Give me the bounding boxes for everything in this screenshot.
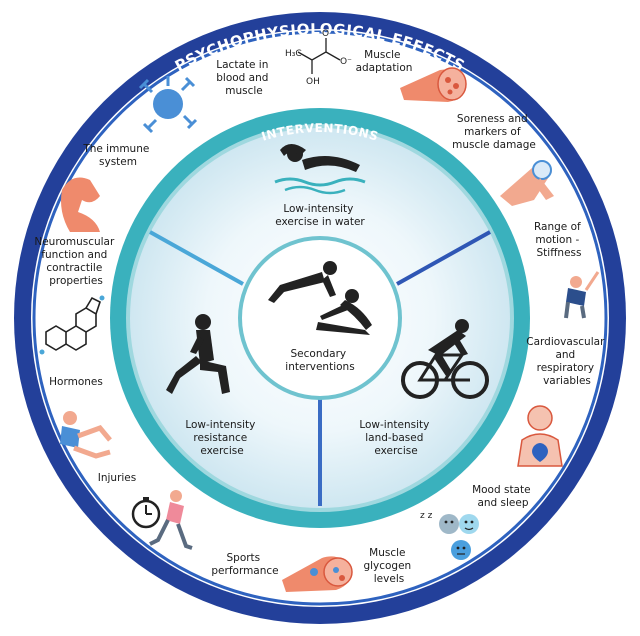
flexed-arm-icon (61, 177, 100, 232)
sleep-z: z z (420, 511, 433, 521)
lunge-icon (166, 314, 230, 394)
land-label: Low-intensity land-based exercise (359, 419, 432, 457)
soreness-line-3: muscle damage (452, 139, 536, 151)
neuro-line-4: properties (49, 275, 103, 287)
molecule-oh: OH (306, 77, 320, 87)
muscle-adaptation-label: Muscle adaptation (356, 49, 413, 74)
cardiovascular-label: Cardiovascular and respiratory variables (526, 336, 607, 387)
glycogen-line-2: glycogen (363, 560, 411, 572)
secondary-circle (238, 236, 402, 400)
immune-line-2: system (99, 156, 137, 168)
lactate-molecule-icon: H₃C OH O O⁻ (285, 29, 352, 87)
muscle-adaptation-line-2: adaptation (356, 62, 413, 74)
water-label: Low-intensity exercise in water (275, 203, 365, 228)
land-line-1: Low-intensity (359, 419, 429, 431)
sports-label: Sports performance (211, 552, 278, 577)
lactate-label: Lactate in blood and muscle (216, 59, 272, 97)
mood-line-1: Mood state (472, 484, 531, 496)
glycogen-line-3: levels (374, 573, 404, 585)
range-line-1: Range of (534, 221, 581, 233)
soreness-label: Soreness and markers of muscle damage (452, 113, 536, 151)
glycogen-label: Muscle glycogen levels (363, 547, 414, 585)
sports-line-1: Sports (226, 552, 260, 564)
water-line-2: exercise in water (275, 216, 365, 228)
swimmer-icon (274, 144, 366, 195)
injured-person-icon (60, 411, 112, 459)
range-of-motion-label: Range of motion - Stiffness (534, 221, 584, 259)
land-line-2: land-based (365, 432, 423, 444)
lactate-line-1: Lactate in (216, 59, 268, 71)
outer-ring-inner-edge (32, 30, 608, 606)
immune-cell-icon (138, 76, 198, 134)
sore-leg-icon (500, 160, 554, 206)
soreness-line-2: markers of (464, 126, 521, 138)
neuro-line-3: contractile (46, 262, 102, 274)
molecule-h3c: H₃C (285, 49, 302, 59)
molecule-ominus: O⁻ (340, 57, 352, 67)
land-line-3: exercise (374, 445, 417, 457)
stretching-person-icon (564, 271, 600, 319)
hormones-line-1: Hormones (49, 376, 103, 388)
steroid-molecule-icon (39, 295, 105, 355)
hormones-label: Hormones (49, 376, 103, 388)
cyclist-icon (401, 319, 489, 399)
water-line-1: Low-intensity (283, 203, 353, 215)
divider-right (396, 230, 491, 286)
sports-line-2: performance (211, 565, 278, 577)
cardio-line-1: Cardiovascular (526, 336, 605, 348)
cardio-line-2: and (555, 349, 575, 361)
lactate-line-2: blood and (216, 72, 268, 84)
immune-label: The immune system (82, 143, 152, 168)
muscle-fiber-icon (400, 67, 467, 102)
secondary-line-2: interventions (285, 361, 354, 373)
glycogen-line-1: Muscle (369, 547, 405, 559)
cardio-line-3: respiratory (537, 362, 594, 374)
injuries-label: Injuries (98, 472, 137, 484)
lactate-line-3: muscle (225, 85, 263, 97)
cardio-line-4: variables (543, 375, 591, 387)
soreness-line-1: Soreness and (457, 113, 528, 125)
glycogen-muscle-icon (282, 556, 353, 592)
neuromuscular-label: Neuromuscular function and contractile p… (34, 236, 117, 287)
secondary-line-1: Secondary (291, 348, 347, 360)
immune-line-1: The immune (82, 143, 149, 155)
torso-organs-icon (517, 405, 563, 467)
resistance-line-3: exercise (200, 445, 243, 457)
divider-left (149, 230, 244, 286)
resistance-label: Low-intensity resistance exercise (185, 419, 258, 457)
neuro-line-2: function and (41, 249, 107, 261)
resistance-line-1: Low-intensity (185, 419, 255, 431)
mood-line-2: and sleep (477, 497, 528, 509)
mood-faces-icon: z z (420, 511, 479, 560)
injuries-line-1: Injuries (98, 472, 137, 484)
range-line-2: motion - (535, 234, 579, 246)
molecule-o: O (322, 29, 329, 39)
secondary-icon (268, 261, 372, 335)
muscle-adaptation-line-1: Muscle (364, 49, 400, 61)
secondary-label: Secondary interventions (285, 348, 354, 373)
neuro-line-1: Neuromuscular (34, 236, 115, 248)
resistance-line-2: resistance (193, 432, 247, 444)
mood-label: Mood state and sleep (472, 484, 534, 509)
range-line-3: Stiffness (537, 247, 582, 259)
stopwatch-runner-icon (131, 490, 193, 550)
